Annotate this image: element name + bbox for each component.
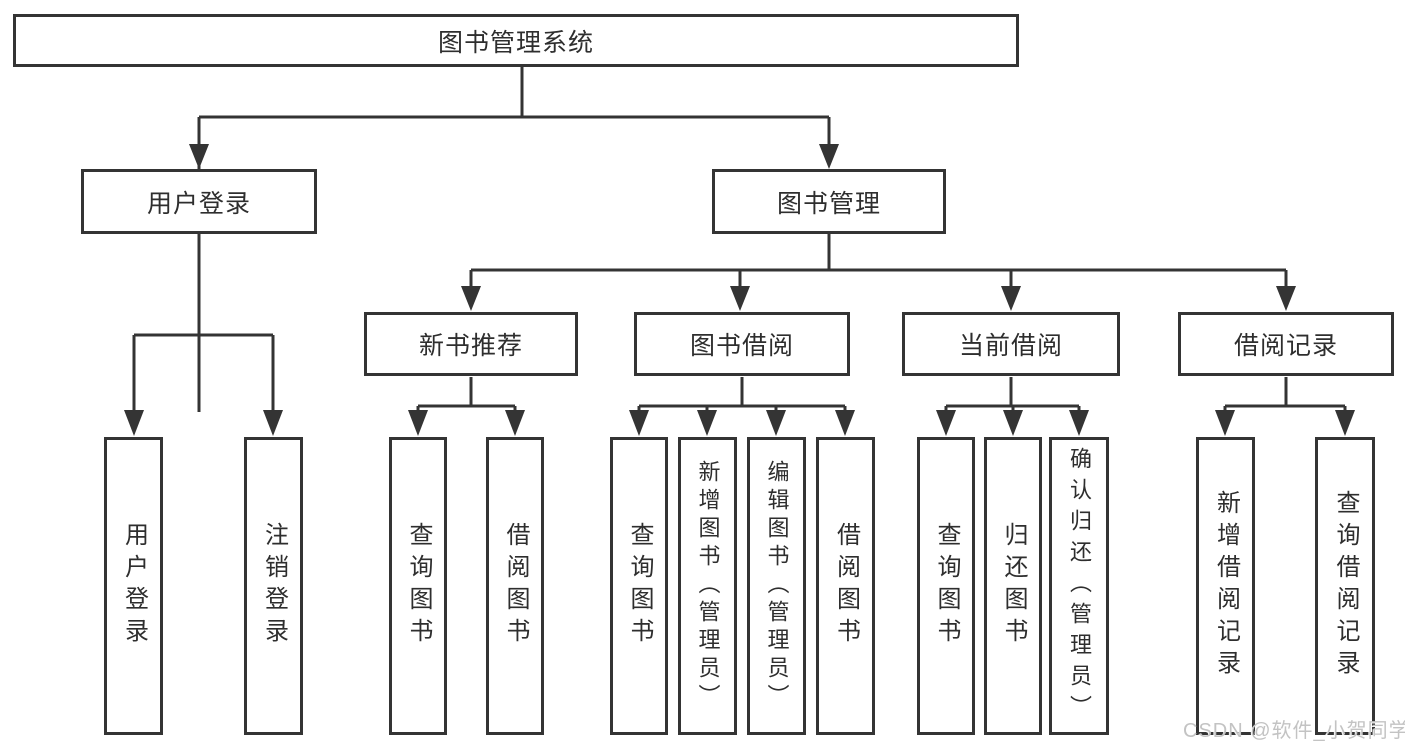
watermark: CSDN @软件_小贺同学 <box>1183 720 1405 742</box>
leaf-user-login: 用户登录 <box>104 437 163 735</box>
connector-root <box>197 67 831 412</box>
arrowhead-book-management <box>819 144 839 169</box>
leaf-user-login-label: 用户登录 <box>120 522 148 650</box>
node-user-login: 用户登录 <box>81 169 317 234</box>
leaf-add-book-admin: 新增图书（管理员） <box>678 437 737 735</box>
leaf-return-book-label: 归还图书 <box>1000 522 1027 650</box>
leaf-query-borrow-record: 查询借阅记录 <box>1315 437 1375 735</box>
arrowhead-current-borrow <box>1001 286 1021 311</box>
leaf-borrow-book-borrow-label: 借阅图书 <box>832 522 860 650</box>
leaf-query-book-borrow: 查询图书 <box>610 437 668 735</box>
node-new-book-recommend: 新书推荐 <box>364 312 578 376</box>
connector-book-management <box>469 234 1288 288</box>
arrowhead-book-borrow <box>730 286 750 311</box>
arrowhead-leaf-logout <box>263 410 283 436</box>
leaf-add-borrow-record-label: 新增借阅记录 <box>1212 490 1240 682</box>
node-current-borrow: 当前借阅 <box>902 312 1120 376</box>
leaf-query-book-borrow-label: 查询图书 <box>626 522 653 650</box>
connector-current-borrow <box>944 377 1081 412</box>
arrowhead-leaf-query-book-1 <box>408 410 428 436</box>
connector-borrow-records <box>1223 377 1347 412</box>
arrowhead-leaf-query-book-3 <box>936 410 956 436</box>
arrowhead-leaf-query-book-2 <box>629 410 649 436</box>
arrowhead-leaf-borrow-book-1 <box>505 410 525 436</box>
connector-new-book <box>416 377 517 412</box>
arrowhead-leaf-confirm-return <box>1069 410 1089 436</box>
arrowhead-leaf-return-book <box>1003 410 1023 436</box>
leaf-query-borrow-record-label: 查询借阅记录 <box>1332 490 1359 682</box>
arrowhead-new-book <box>461 286 481 311</box>
leaf-edit-book-admin-label: 编辑图书（管理员） <box>764 460 790 712</box>
leaf-logout: 注销登录 <box>244 437 303 735</box>
connector-stems <box>132 67 1347 412</box>
connector-user-login <box>132 234 275 412</box>
connector-arrowheads <box>124 144 1355 436</box>
leaf-add-book-admin-label: 新增图书（管理员） <box>695 460 721 712</box>
node-book-borrow: 图书借阅 <box>634 312 850 376</box>
leaf-confirm-return-admin-label: 确认归还（管理员） <box>1067 446 1092 726</box>
node-root: 图书管理系统 <box>13 14 1019 67</box>
connector-book-borrow <box>637 377 847 412</box>
leaf-query-book-current: 查询图书 <box>917 437 975 735</box>
arrowhead-leaf-edit-book <box>766 410 786 436</box>
leaf-return-book: 归还图书 <box>984 437 1042 735</box>
leaf-borrow-book-borrow: 借阅图书 <box>816 437 875 735</box>
arrowhead-leaf-user-login <box>124 410 144 436</box>
leaf-borrow-book-newrec-label: 借阅图书 <box>502 522 529 650</box>
node-borrow-records: 借阅记录 <box>1178 312 1394 376</box>
leaf-edit-book-admin: 编辑图书（管理员） <box>747 437 806 735</box>
leaf-logout-label: 注销登录 <box>260 522 288 650</box>
leaf-add-borrow-record: 新增借阅记录 <box>1196 437 1255 735</box>
leaf-query-book-current-label: 查询图书 <box>933 522 960 650</box>
leaf-query-book-newrec: 查询图书 <box>389 437 447 735</box>
arrowhead-borrow-records <box>1276 286 1296 311</box>
arrowhead-user-login <box>189 144 209 169</box>
arrowhead-leaf-query-record <box>1335 410 1355 436</box>
arrowhead-leaf-add-book <box>697 410 717 436</box>
leaf-confirm-return-admin: 确认归还（管理员） <box>1049 437 1109 735</box>
leaf-borrow-book-newrec: 借阅图书 <box>486 437 544 735</box>
arrowhead-leaf-add-record <box>1215 410 1235 436</box>
leaf-query-book-newrec-label: 查询图书 <box>405 522 432 650</box>
arrowhead-leaf-borrow-book-2 <box>835 410 855 436</box>
node-book-management: 图书管理 <box>712 169 946 234</box>
